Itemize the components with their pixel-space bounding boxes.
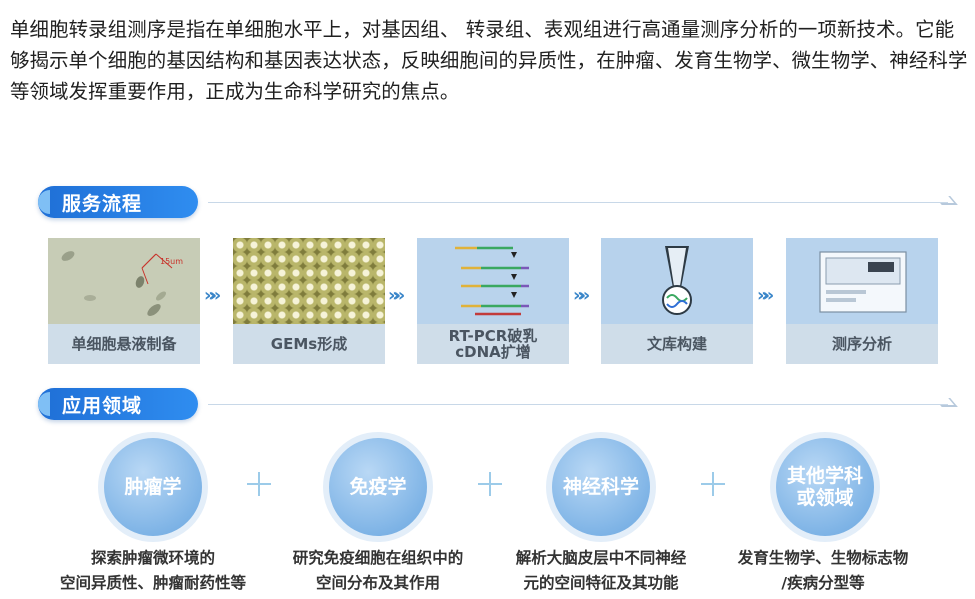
application-section-header: 应用领域: [38, 388, 968, 420]
cell-microscope-image: 15um: [48, 238, 200, 324]
application-title-pill: [38, 388, 198, 420]
service-section-header: 服务流程: [38, 186, 968, 218]
area-description: 解析大脑皮层中不同神经 元的空间特征及其功能: [515, 549, 687, 592]
area-name: 免疫学: [329, 438, 427, 536]
step-label: 单细胞悬液制备: [48, 324, 200, 364]
divider-tail: [934, 196, 958, 205]
application-title: 应用领域: [62, 395, 143, 417]
rtpcr-diagram: [417, 238, 569, 324]
step-label: RT-PCR破乳 cDNA扩增: [417, 324, 569, 364]
area-description: 发育生物学、生物标志物 /疾病分型等: [737, 549, 909, 592]
area-description: 探索肿瘤微环境的 空间异质性、肿瘤耐药性等: [59, 549, 246, 592]
plus-icon: [701, 472, 725, 496]
sequencer-image: [786, 238, 938, 324]
flow-arrow: »»: [757, 285, 774, 306]
plus-icon: [478, 472, 502, 496]
step-label: 文库构建: [601, 324, 753, 364]
flow-arrow: »»: [573, 285, 590, 306]
step-gems: GEMs形成: [233, 238, 385, 364]
flow-arrow: »»: [388, 285, 405, 306]
step-cell-suspension: 15um 单细胞悬液制备: [48, 238, 200, 364]
area-oncology: 肿瘤学: [98, 432, 208, 542]
area-name: 神经科学: [552, 438, 650, 536]
divider-line: [208, 404, 948, 405]
area-neuroscience: 神经科学: [546, 432, 656, 542]
flow-arrow: »»: [204, 285, 221, 306]
area-other: 其他学科 或领域: [770, 432, 880, 542]
divider-tail: [934, 398, 958, 407]
library-tube-image: [601, 238, 753, 324]
service-title: 服务流程: [62, 193, 143, 215]
area-immunology: 免疫学: [323, 432, 433, 542]
cell-scale-label: 15um: [160, 257, 183, 266]
step-label: 测序分析: [786, 324, 938, 364]
divider-line: [208, 202, 948, 203]
step-sequencing: 测序分析: [786, 238, 938, 364]
step-rtpcr: RT-PCR破乳 cDNA扩增: [417, 238, 569, 364]
area-name: 其他学科 或领域: [776, 438, 874, 536]
plus-icon: [247, 472, 271, 496]
intro-paragraph: 单细胞转录组测序是指在单细胞水平上，对基因组、 转录组、表观组进行高通量测序分析…: [10, 18, 968, 103]
area-description: 研究免疫细胞在组织中的 空间分布及其作用: [292, 549, 464, 592]
gems-droplet-image: [233, 238, 385, 324]
step-library: 文库构建: [601, 238, 753, 364]
step-label: GEMs形成: [233, 324, 385, 364]
service-title-pill: [38, 186, 198, 218]
area-name: 肿瘤学: [104, 438, 202, 536]
